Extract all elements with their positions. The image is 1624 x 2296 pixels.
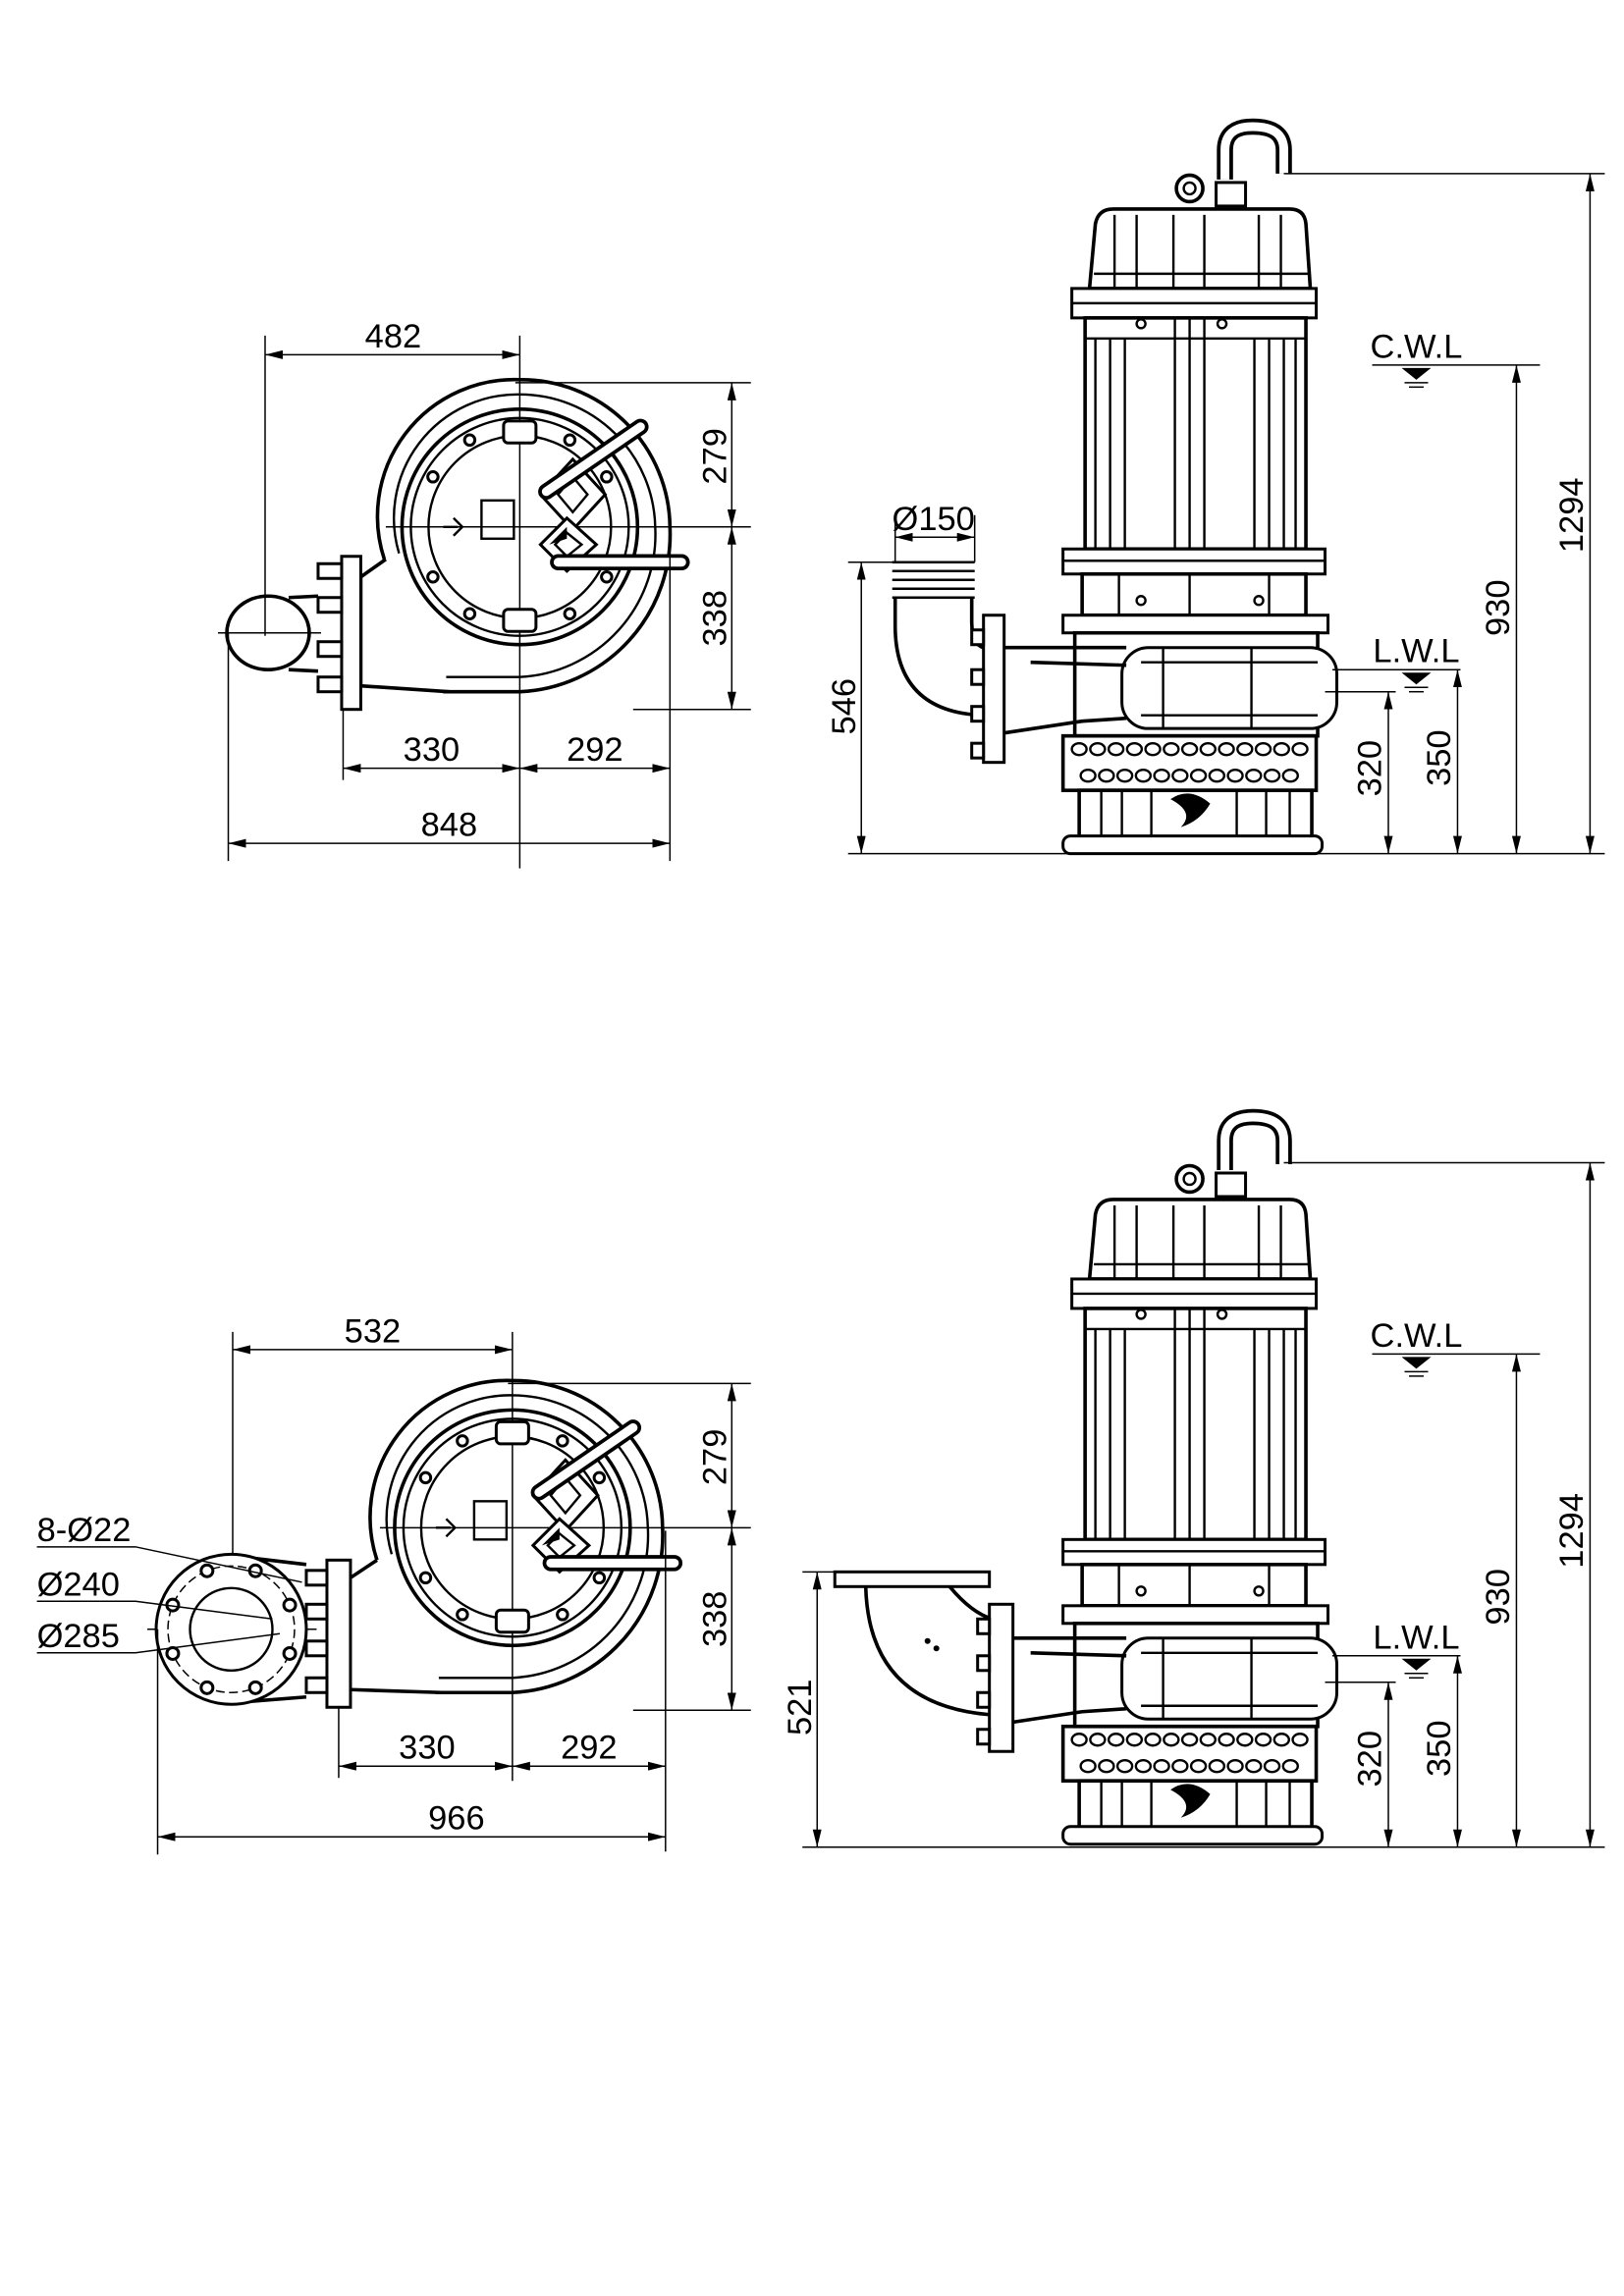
dim-lwl-height: 350 (1421, 1720, 1458, 1777)
cwl-water-level-symbol (1401, 1357, 1432, 1377)
dim-height-320: 320 (1352, 1731, 1389, 1788)
discharge-outlet-plan (154, 1552, 442, 1709)
dim-overall-width: 966 (428, 1800, 485, 1838)
dimension-lines (156, 1345, 751, 1855)
pump-elevation-b (1004, 1117, 1337, 1844)
dim-lower-radius: 338 (696, 1591, 733, 1648)
dimension-lines (802, 1161, 1605, 1848)
flange-bolt-holes-label: 8-Ø22 (37, 1512, 132, 1549)
flange-bolt-hole (199, 1680, 215, 1695)
elbow-flange-bolts (970, 628, 986, 760)
dim-lwl-height: 350 (1421, 729, 1458, 786)
outlet-flange (325, 1558, 352, 1709)
dimension-lines (847, 173, 1605, 855)
lwl-water-level-symbol (1401, 672, 1432, 693)
dim-width-to-center: 532 (345, 1312, 402, 1350)
dim-overall-height: 1294 (1553, 1493, 1591, 1569)
dim-outlet-to-center: 330 (404, 731, 460, 769)
dim-outlet-height: 521 (782, 1679, 819, 1735)
discharge-elbow-b (833, 1570, 1015, 1753)
dim-center-to-right: 292 (561, 1730, 618, 1767)
flange-bolt-hole (282, 1597, 298, 1613)
cwl-label: C.W.L (1371, 328, 1463, 365)
discharge-outlet-plan (225, 555, 450, 712)
outlet-bore (189, 1586, 274, 1672)
flange-bolt-hole (165, 1645, 181, 1661)
dim-cwl-height: 930 (1480, 579, 1517, 636)
elevation-view-b: 521 C.W.L 1294 930 L.W.L 320 350 (782, 1117, 1605, 1848)
flange-bolt-hole (247, 1680, 263, 1695)
volute-plan-view (370, 1380, 675, 1692)
flange-bolt-hole (199, 1563, 215, 1578)
dim-upper-radius: 279 (696, 428, 733, 485)
dim-outlet-height: 546 (826, 678, 863, 735)
cwl-label: C.W.L (1371, 1317, 1463, 1355)
discharge-elbow-a (892, 561, 1006, 765)
dim-overall-height: 1294 (1553, 477, 1591, 553)
bolt-circle (167, 1565, 296, 1694)
dim-outlet-diameter: Ø150 (893, 501, 975, 538)
elbow-flange-bolts (976, 1617, 992, 1746)
lwl-label: L.W.L (1373, 633, 1459, 670)
dim-center-to-right: 292 (567, 731, 623, 769)
lwl-label: L.W.L (1373, 1619, 1459, 1656)
leader-lines (36, 1546, 302, 1654)
flange-bolt-circle-label: Ø240 (37, 1566, 120, 1603)
flange-bolt-hole (282, 1645, 298, 1661)
flange-diameter-label: Ø285 (37, 1618, 120, 1655)
dim-height-320: 320 (1352, 740, 1389, 797)
dim-overall-width: 848 (421, 807, 478, 844)
elevation-view-a: Ø150 546 C.W.L 1294 930 L.W.L 320 350 (826, 127, 1605, 855)
cwl-water-level-symbol (1401, 367, 1432, 389)
volute-plan-view (377, 380, 681, 692)
outlet-flange (340, 555, 362, 712)
dim-width-to-center: 482 (365, 318, 422, 355)
dim-outlet-to-center: 330 (399, 1730, 456, 1767)
pump-elevation-a (1004, 127, 1337, 854)
dim-lower-radius: 338 (696, 590, 733, 647)
elbow-top-flange (833, 1570, 992, 1588)
plan-view-b: 532 279 338 8-Ø22 Ø240 Ø285 330 292 966 (36, 1312, 751, 1855)
outlet-flange-face (154, 1552, 308, 1706)
dim-upper-radius: 279 (696, 1429, 733, 1486)
dimension-lines (227, 349, 751, 862)
elbow-flange (988, 1602, 1015, 1753)
plan-view-a: 482 279 338 330 292 848 (218, 318, 751, 869)
outlet-pipe-end (225, 594, 311, 672)
lwl-water-level-symbol (1401, 1658, 1432, 1680)
elbow-flange (982, 614, 1006, 765)
flange-bolts (304, 1569, 329, 1694)
flange-bolts (316, 561, 344, 694)
dim-cwl-height: 930 (1480, 1569, 1517, 1626)
